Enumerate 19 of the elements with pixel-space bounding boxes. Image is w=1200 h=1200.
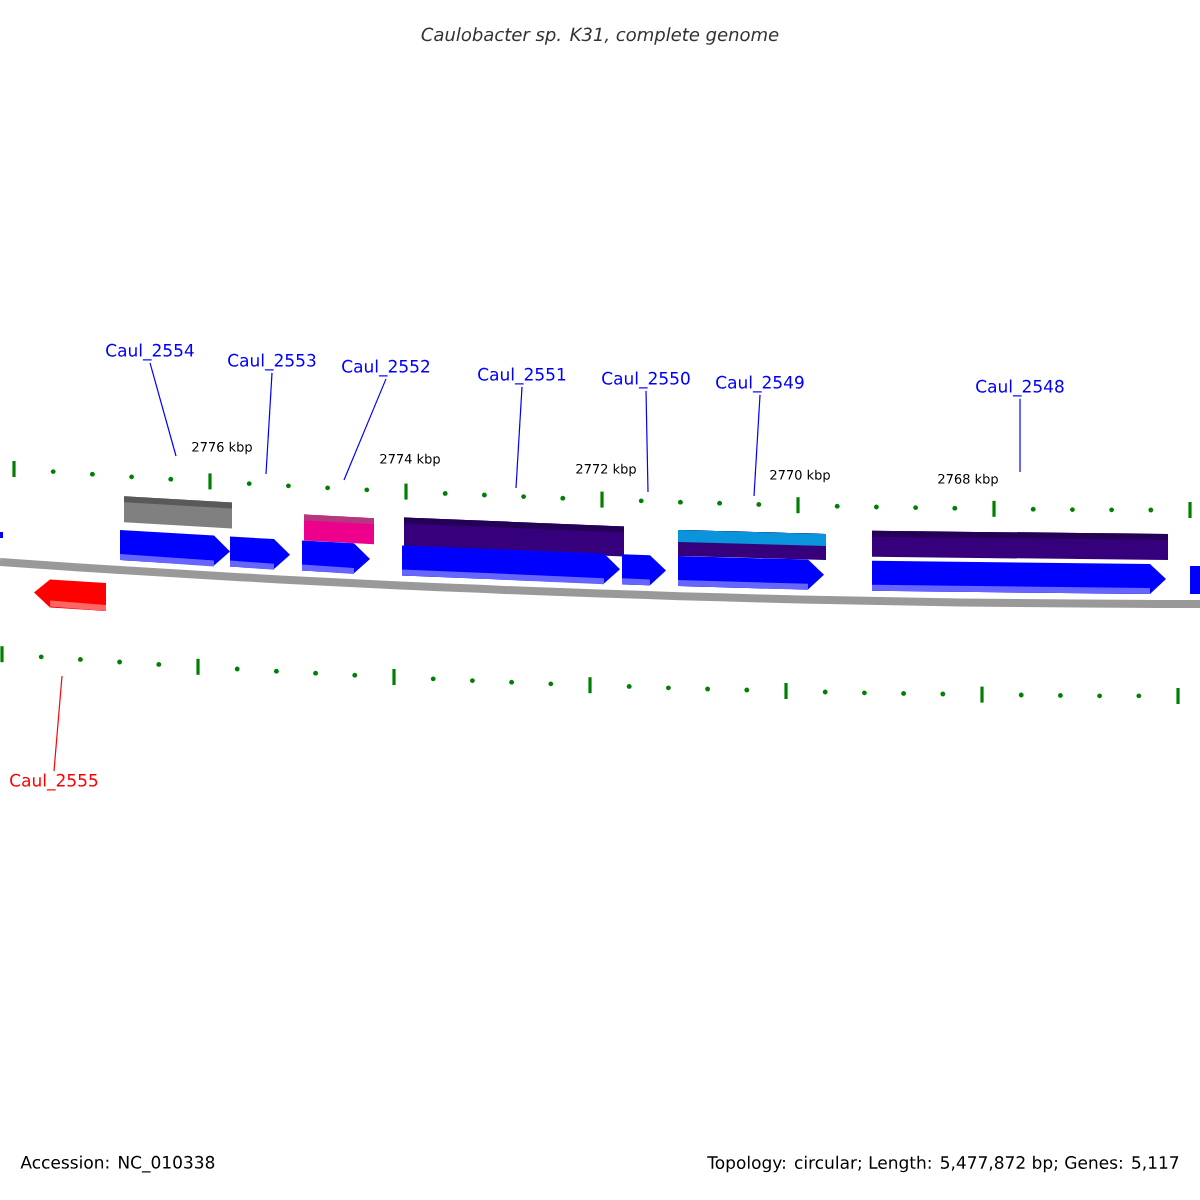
gene-label: Caul_2555 <box>10 773 98 791</box>
gene-label: Caul_2553 <box>228 353 316 371</box>
leader-line <box>265 372 273 475</box>
leader-line <box>515 386 523 489</box>
gene-label: Caul_2550 <box>602 371 690 389</box>
genome-info-text: Topology: circular; Length: 5,477,872 bp; Genes: 5,117 <box>707 1155 1179 1173</box>
title: Caulobacter sp. K31, complete genome <box>421 27 779 45</box>
leader-line <box>53 675 63 772</box>
leader-line <box>149 362 177 457</box>
gene-label: Caul_2552 <box>342 359 430 377</box>
leader-line <box>753 394 761 497</box>
leader-line <box>343 378 387 481</box>
accession-text: Accession: NC_010338 <box>20 1155 215 1173</box>
gene-label: Caul_2554 <box>106 343 194 361</box>
gene-label: Caul_2549 <box>716 375 804 393</box>
gene-label: Caul_2548 <box>976 379 1064 397</box>
leader-line <box>1019 398 1021 473</box>
gene-label: Caul_2551 <box>478 367 566 385</box>
leader-line <box>645 390 649 493</box>
